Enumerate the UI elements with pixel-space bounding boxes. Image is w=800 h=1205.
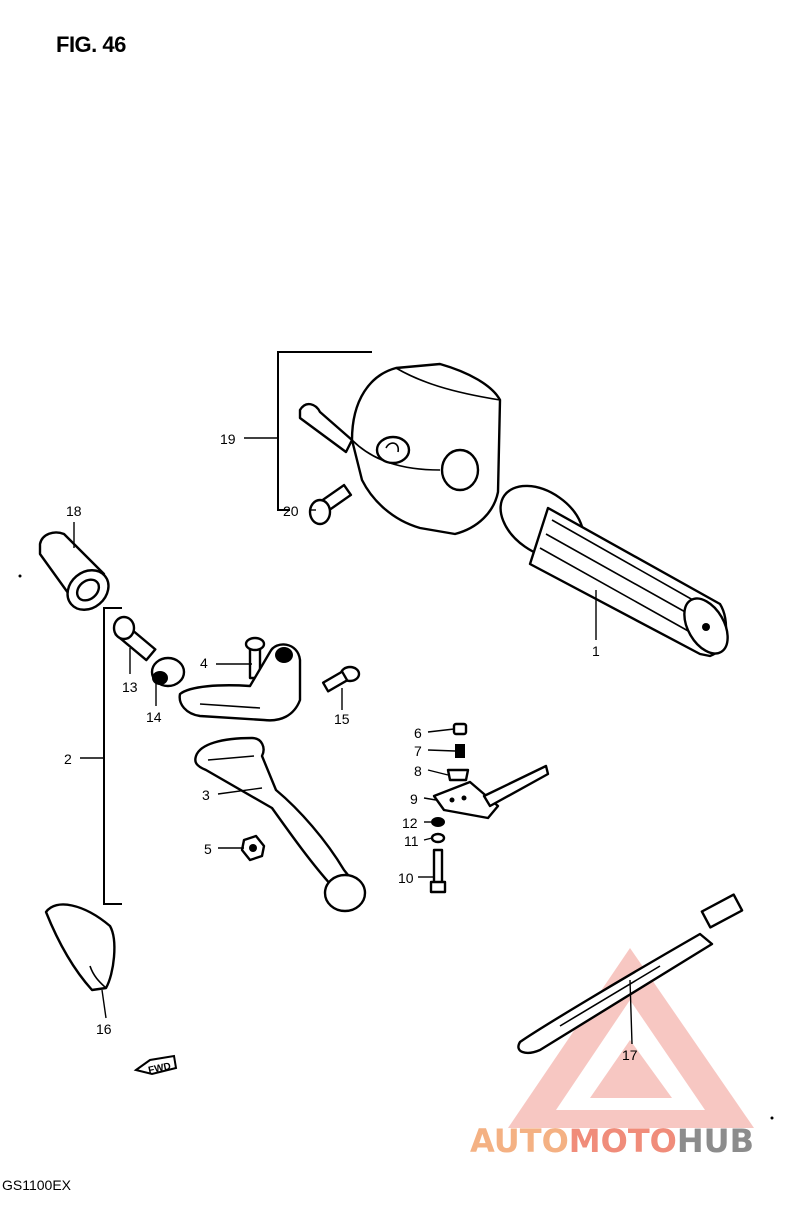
callout-14: 14 — [146, 709, 162, 725]
watermark-logo-triangle — [508, 948, 754, 1128]
part-18-grip-end — [38, 531, 110, 611]
lever-bracket — [178, 643, 302, 722]
part-11-washer — [430, 832, 446, 844]
watermark-part-moto: MOTO — [568, 1122, 677, 1160]
stray-dot — [18, 574, 22, 578]
part-13-bolt — [112, 615, 157, 662]
callout-17: 17 — [622, 1047, 638, 1063]
callout-12: 12 — [402, 815, 418, 831]
callout-5: 5 — [204, 841, 212, 857]
callout-11: 11 — [404, 833, 419, 849]
part-1-handle-grip — [499, 484, 729, 658]
part-19-switch-housing — [298, 362, 502, 536]
callout-13: 13 — [122, 679, 138, 695]
watermark-part-auto: AUTO — [470, 1122, 569, 1160]
part-9-switch-body — [432, 764, 550, 820]
part-12-washer — [431, 817, 445, 827]
part-20-screw — [308, 483, 353, 526]
callout-8: 8 — [414, 763, 422, 779]
callout-9: 9 — [410, 791, 418, 807]
stray-dot — [770, 1116, 774, 1120]
leader-lines — [73, 351, 633, 1045]
model-code: GS1100EX — [2, 1177, 72, 1193]
callout-19: 19 — [220, 431, 236, 447]
callout-6: 6 — [414, 725, 422, 741]
callout-18: 18 — [66, 503, 82, 519]
part-7-spring — [455, 744, 465, 758]
callout-15: 15 — [334, 711, 350, 727]
part-3-clutch-lever — [194, 736, 367, 913]
part-6-cap — [452, 722, 468, 736]
callout-16: 16 — [96, 1021, 112, 1037]
part-16-lever-boot — [44, 903, 116, 992]
watermark-part-hub: HUB — [676, 1122, 755, 1160]
part-14-collar — [150, 656, 186, 688]
callout-7: 7 — [414, 743, 422, 759]
callout-4: 4 — [200, 655, 208, 671]
part-5-nut — [240, 834, 266, 862]
callout-2: 2 — [64, 751, 72, 767]
callout-3: 3 — [202, 787, 210, 803]
watermark-text: AUTOMOTOHUB — [470, 1122, 754, 1160]
callout-1: 1 — [592, 643, 600, 659]
part-8-plunger — [446, 768, 470, 782]
callout-20: 20 — [283, 503, 299, 519]
callout-10: 10 — [398, 870, 414, 886]
part-17-cable-tie — [517, 893, 744, 1054]
fwd-label: FWD — [147, 1061, 172, 1076]
fwd-arrow-icon: FWD — [133, 1054, 178, 1077]
part-15-screw — [321, 665, 361, 693]
part-10-screw — [429, 848, 447, 894]
figure-title: FIG. 46 — [56, 32, 126, 57]
